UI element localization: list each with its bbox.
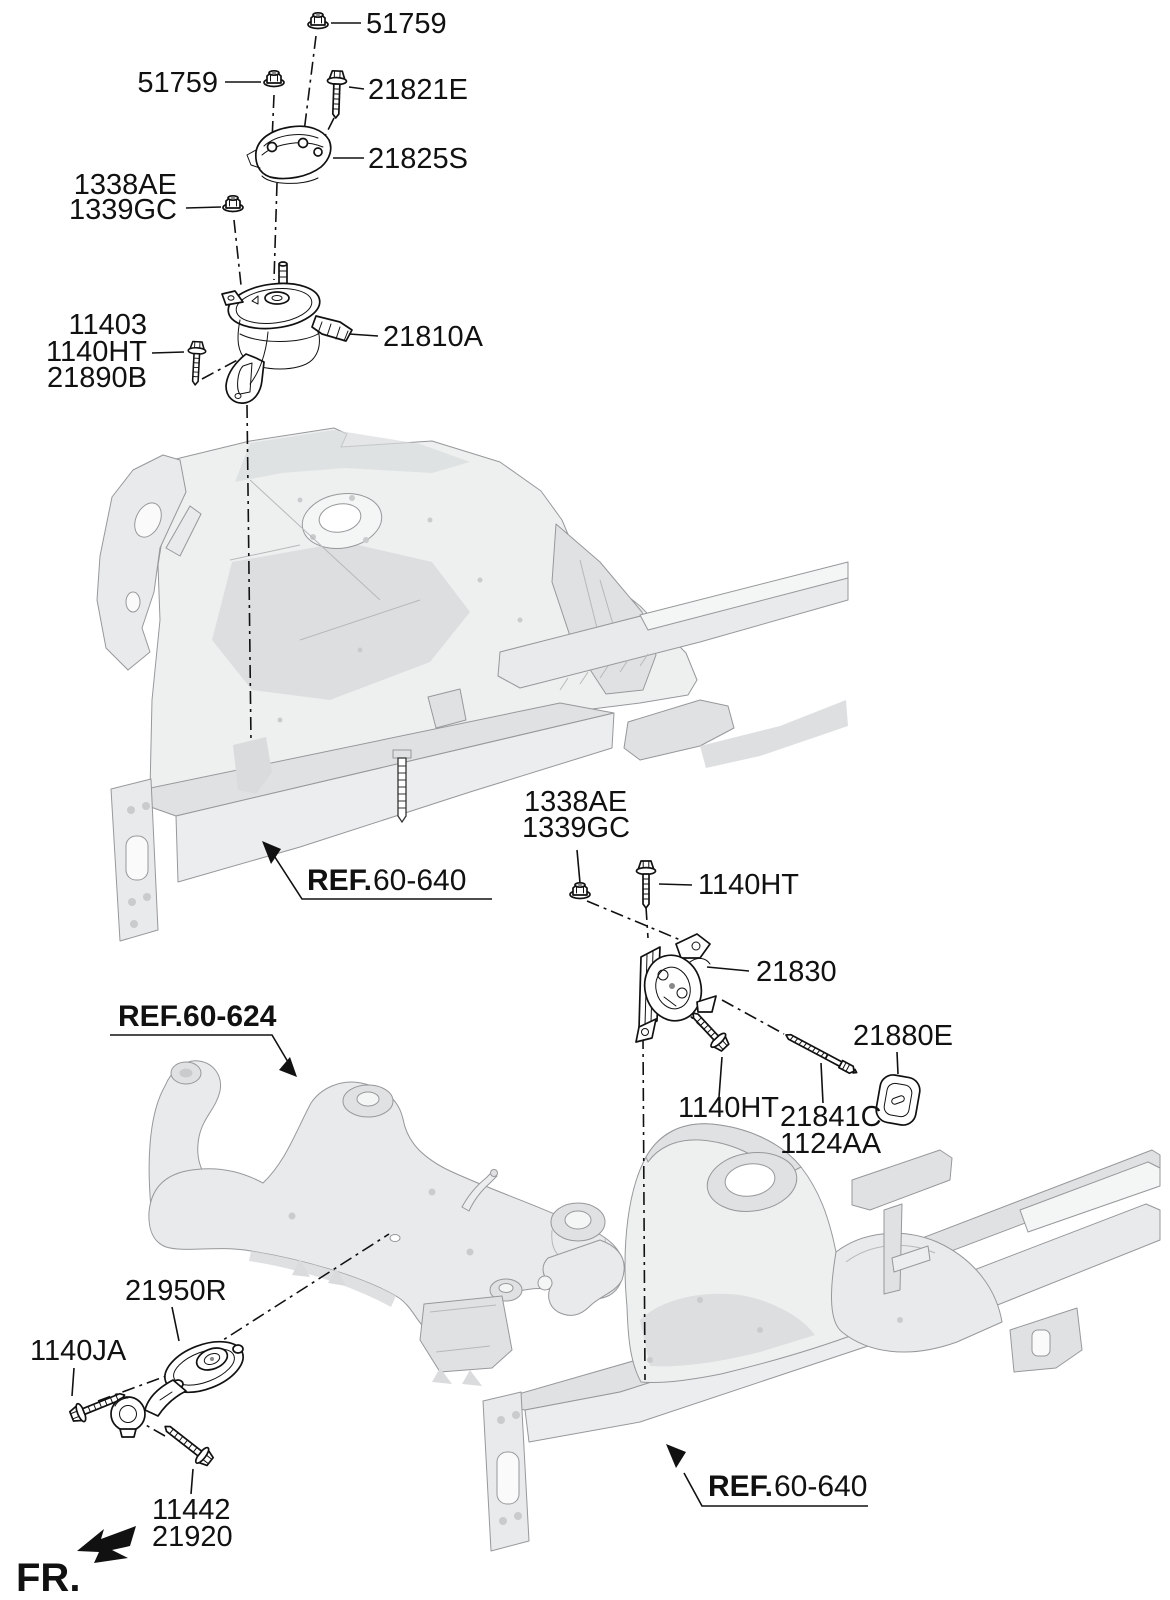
part-label-21841C[interactable]: 21841C — [780, 1101, 882, 1133]
grommet-21880E — [875, 1074, 921, 1126]
parts — [67, 11, 921, 1563]
part-label-11403[interactable]: 11403 — [69, 309, 148, 341]
part-label-21810A[interactable]: 21810A — [383, 321, 484, 353]
part-label-1339GC-lower[interactable]: 1339GC — [522, 812, 630, 844]
ref-label-top-left-number[interactable]: 60-640 — [373, 864, 466, 897]
engine-mount-insulator-21810A — [221, 261, 353, 404]
roll-rod-mount-21950R — [110, 1340, 244, 1438]
flange-nut-1338AE-lower — [569, 881, 591, 900]
long-mount-bolt-21841C — [785, 1033, 858, 1075]
part-label-21950R[interactable]: 21950R — [125, 1275, 227, 1307]
transaxle-mount-bracket-21830 — [635, 933, 717, 1043]
leader-lines — [71, 22, 899, 1507]
ref-callout-top-left — [262, 841, 492, 900]
ref-label-bottom-right-number[interactable]: 60-640 — [774, 1470, 867, 1503]
ref-label-top-left-prefix[interactable]: REF. — [307, 864, 372, 897]
part-label-21920[interactable]: 21920 — [152, 1521, 233, 1553]
flange-nut-1338AE-upper — [222, 194, 244, 213]
part-label-51759-side[interactable]: 51759 — [137, 67, 218, 99]
part-labels: 51759 51759 21821E 21825S 1338AE 1339GC … — [16, 8, 953, 1600]
part-label-21821E[interactable]: 21821E — [368, 74, 468, 106]
ref-label-subframe[interactable]: REF.60-624 — [118, 1000, 277, 1033]
bolt-21821E — [325, 69, 348, 120]
ref-label-bottom-right-prefix[interactable]: REF. — [708, 1470, 773, 1503]
frame-assembly-top-illustration — [96, 427, 849, 942]
subframe-crossmember-illustration — [148, 1060, 625, 1386]
part-label-1338AE-upper[interactable]: 1338AE — [74, 169, 177, 201]
part-label-11442[interactable]: 11442 — [152, 1494, 231, 1526]
part-label-1339GC-upper[interactable]: 1339GC — [69, 194, 177, 226]
bolt-1140HT-upper — [635, 860, 657, 909]
part-label-21880E[interactable]: 21880E — [853, 1020, 953, 1052]
part-label-21830[interactable]: 21830 — [756, 956, 837, 988]
ref-callout-bottom-right — [666, 1444, 868, 1507]
part-label-1140JA[interactable]: 1140JA — [30, 1335, 127, 1367]
bolt-11442 — [158, 1418, 217, 1470]
fr-direction-label: FR. — [16, 1556, 80, 1600]
flange-nut-51759-side — [263, 69, 285, 88]
part-label-1124AA[interactable]: 1124AA — [780, 1128, 882, 1160]
weld-stud — [392, 749, 412, 824]
part-label-21890B[interactable]: 21890B — [47, 362, 147, 394]
part-label-1338AE-lower[interactable]: 1338AE — [524, 786, 627, 818]
frame-assembly-bottom-illustration — [482, 1123, 1161, 1552]
fr-direction-arrow-icon — [77, 1526, 136, 1563]
flange-nut-51759-top — [307, 11, 329, 30]
part-label-51759-top[interactable]: 51759 — [366, 8, 447, 40]
part-label-1140HT-3[interactable]: 1140HT — [678, 1092, 779, 1124]
ref-callout-subframe — [110, 1034, 297, 1077]
engine-mount-support-bracket-21825S — [246, 125, 332, 184]
part-label-1140HT-1[interactable]: 1140HT — [46, 336, 147, 368]
part-label-21825S[interactable]: 21825S — [368, 143, 468, 175]
part-label-1140HT-2[interactable]: 1140HT — [698, 869, 799, 901]
